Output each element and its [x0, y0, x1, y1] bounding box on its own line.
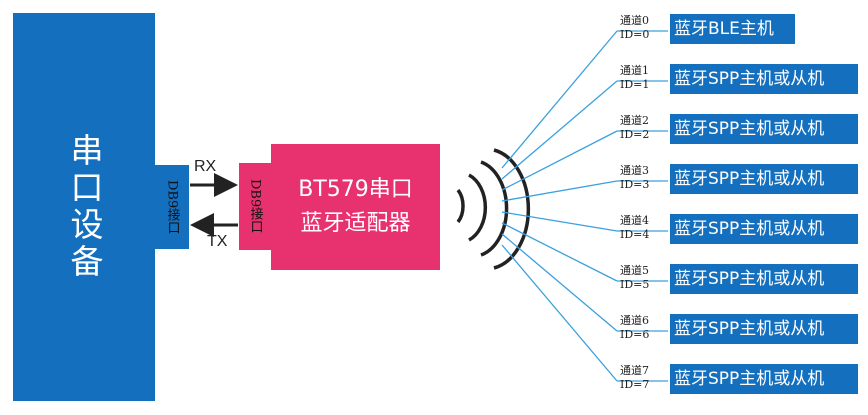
adapter-line-2: 蓝牙适配器 — [300, 211, 411, 236]
channel-6-name: 通道6 — [620, 314, 649, 327]
channel-6-id: ID=6 — [620, 328, 650, 341]
channel-1-id: ID=1 — [620, 78, 650, 91]
channel-5-id: ID=5 — [620, 278, 650, 291]
channel-3-name: 通道3 — [620, 164, 649, 177]
adapter-line-1: BT579串口 — [298, 177, 413, 202]
device-db9-port: DB9接口 — [155, 165, 189, 249]
channel-5-device: 蓝牙SPP主机或从机 — [670, 264, 858, 294]
bt579-adapter-box — [271, 144, 440, 270]
channel-2-device: 蓝牙SPP主机或从机 — [670, 114, 858, 144]
channel-0-link — [501, 30, 618, 169]
channel-4-id: ID=4 — [620, 228, 650, 241]
channel-3-link — [501, 180, 618, 202]
radio-wave-2 — [468, 173, 488, 242]
channel-0-name: 通道0 — [620, 14, 649, 27]
channel-7-link — [501, 244, 618, 382]
channel-6-link — [501, 233, 618, 332]
rx-label: RX — [194, 158, 217, 175]
radio-wave-4 — [493, 148, 531, 270]
tx-label: TX — [207, 233, 228, 250]
channel-3-id: ID=3 — [620, 178, 650, 191]
radio-wave-3 — [480, 160, 509, 257]
serial-device-label: 串口设备 — [65, 133, 104, 281]
channel-0-device: 蓝牙BLE主机 — [670, 14, 795, 44]
channel-4-name: 通道4 — [620, 214, 649, 227]
channel-5-link — [501, 222, 618, 282]
channel-2-link — [501, 130, 618, 191]
channel-4-device: 蓝牙SPP主机或从机 — [670, 214, 858, 244]
channel-3-device: 蓝牙SPP主机或从机 — [670, 164, 858, 194]
channel-7-device: 蓝牙SPP主机或从机 — [670, 364, 858, 394]
channel-1-link — [501, 80, 618, 180]
serial-device-box — [13, 13, 155, 401]
channel-2-name: 通道2 — [620, 114, 649, 127]
channel-5-name: 通道5 — [620, 264, 649, 277]
radio-wave-1 — [456, 188, 465, 224]
adapter-db9-port: DB9接口 — [239, 163, 271, 250]
channel-1-name: 通道1 — [620, 64, 649, 77]
channel-7-name: 通道7 — [620, 364, 649, 377]
channel-0-id: ID=0 — [620, 28, 650, 41]
channel-6-device: 蓝牙SPP主机或从机 — [670, 314, 858, 344]
channel-4-link — [501, 211, 618, 232]
channel-2-id: ID=2 — [620, 128, 650, 141]
channel-1-device: 蓝牙SPP主机或从机 — [670, 64, 858, 94]
bt579-adapter-label: BT579串口 蓝牙适配器 — [271, 144, 440, 270]
channel-7-id: ID=7 — [620, 378, 650, 391]
